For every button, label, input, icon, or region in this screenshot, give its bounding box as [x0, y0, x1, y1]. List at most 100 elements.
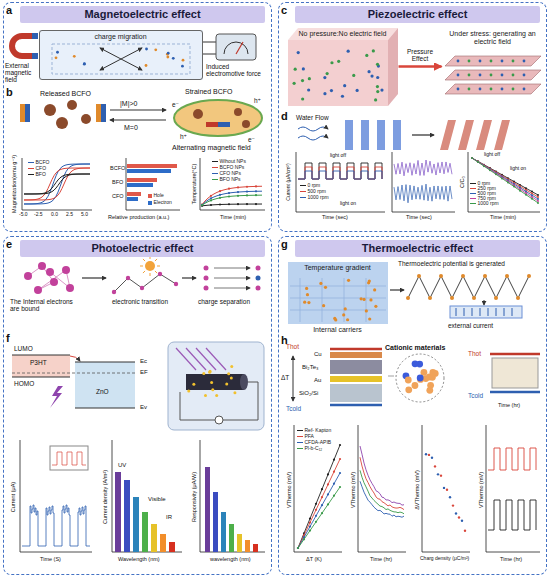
- marker: [210, 204, 212, 206]
- layer: [445, 70, 541, 80]
- particle: [479, 60, 482, 63]
- particle: [479, 74, 482, 77]
- cluster-outline: [396, 354, 444, 402]
- light-ray: [206, 348, 226, 370]
- legend-text: Electron: [154, 199, 172, 205]
- marker: [297, 547, 299, 549]
- data-line: [202, 186, 262, 204]
- magnet: [20, 104, 25, 122]
- particle: [209, 370, 212, 373]
- legend-item: CFDA-APIB: [297, 440, 331, 445]
- arrow: [484, 300, 485, 305]
- legend-text: 0 rpm: [308, 182, 321, 188]
- marker: [327, 493, 329, 495]
- axis-label: VThermo (mV): [478, 472, 484, 508]
- marker: [333, 495, 335, 497]
- annotation: |M|>0: [120, 100, 137, 108]
- marker: [210, 199, 212, 201]
- carrier: [461, 274, 465, 278]
- annotation: Thermoelectric potential is generated: [398, 260, 505, 267]
- particle: [297, 51, 300, 54]
- axis-label: Current (μA): [10, 482, 16, 512]
- particle: [81, 114, 91, 124]
- panel-title: Magnetoelectric effect: [20, 6, 265, 23]
- process-box: Temperature gradientInternal carriers: [288, 262, 388, 324]
- light-bolt: [50, 386, 63, 408]
- legend-text: BFO NPs: [220, 176, 241, 182]
- chart-axes: [200, 440, 265, 552]
- particle: [501, 88, 504, 91]
- inset: [50, 446, 88, 470]
- particle: [67, 100, 77, 110]
- process-box: Under stress: generating an electric fie…: [443, 28, 543, 106]
- data-line: [24, 174, 90, 194]
- pillar: [345, 120, 353, 150]
- particle: [356, 89, 359, 92]
- magnet: [25, 104, 30, 122]
- legend-item: Wihout NPs: [212, 159, 246, 164]
- legend-line-sample: [212, 173, 218, 174]
- legend-swatch: [148, 201, 152, 205]
- data-line: [488, 500, 536, 530]
- particle: [233, 391, 236, 394]
- bar: [127, 169, 171, 173]
- legend-line-sample: [297, 442, 303, 443]
- carrier: [527, 274, 531, 278]
- data-line: [298, 445, 340, 548]
- carrier: [516, 296, 520, 300]
- particle: [293, 82, 296, 85]
- particle: [34, 286, 42, 294]
- particle: [166, 56, 169, 59]
- particle: [326, 72, 329, 75]
- arrow: [82, 277, 106, 278]
- bar: [127, 192, 141, 196]
- marker: [237, 203, 239, 205]
- cation: [426, 387, 433, 394]
- data-line: [408, 276, 529, 298]
- arrow: [390, 289, 404, 290]
- band-edge: [75, 408, 135, 409]
- current-line: [512, 308, 513, 316]
- axis-label: VThermo (mV): [286, 472, 292, 508]
- carrier: [360, 297, 363, 300]
- cube-front: [288, 262, 388, 324]
- chart-axes: [422, 425, 470, 552]
- particle: [523, 88, 526, 91]
- hot-plate: [490, 353, 540, 356]
- marker: [321, 488, 323, 490]
- marker: [315, 521, 317, 523]
- marker: [483, 165, 485, 167]
- axis-label: Responsivity (μA/W): [191, 472, 197, 522]
- particle: [172, 57, 175, 60]
- arrow: [100, 48, 142, 70]
- cation: [412, 360, 419, 367]
- marker: [309, 529, 311, 531]
- chart-axes: [112, 440, 182, 552]
- particle: [457, 60, 460, 63]
- chart-axes: [486, 425, 540, 552]
- annotation: external current: [448, 322, 493, 329]
- bar: [133, 497, 139, 552]
- legend-item: BCFO: [28, 160, 49, 165]
- marker: [339, 444, 341, 446]
- panel-letter: f: [6, 332, 10, 344]
- marker: [339, 486, 341, 488]
- annotation: HOMO: [14, 380, 34, 387]
- arrow: [182, 277, 196, 278]
- particle: [55, 56, 58, 59]
- particle: [468, 88, 471, 91]
- legend-item: BFO NPs: [212, 177, 241, 182]
- legend-item: BFO: [28, 172, 46, 177]
- strained-particle: [174, 100, 262, 136]
- node-label: No pressure:No electric field: [288, 28, 398, 38]
- carrier: [417, 274, 421, 278]
- particle: [376, 90, 379, 93]
- sun-ray: [155, 271, 157, 273]
- marker: [471, 157, 473, 159]
- bent-pillar: [476, 120, 492, 150]
- marker: [237, 195, 239, 197]
- water-flow: [298, 136, 328, 140]
- particle: [204, 394, 207, 397]
- legend-item: PFA: [297, 434, 314, 439]
- particle: [523, 60, 526, 63]
